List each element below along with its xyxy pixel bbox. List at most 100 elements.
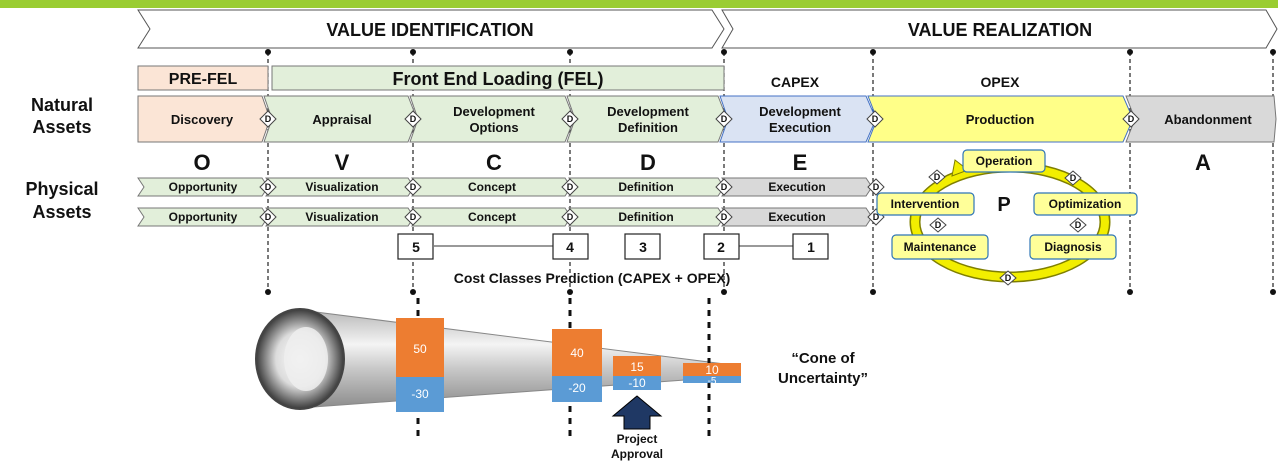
svg-text:D: D xyxy=(872,114,879,124)
devdef-label-2: Definition xyxy=(618,120,678,135)
optimization-label: Optimization xyxy=(1049,197,1122,211)
devexe-label-2: Execution xyxy=(769,120,831,135)
svg-text:D: D xyxy=(1005,273,1012,283)
physical-assets-row-2 xyxy=(137,207,873,227)
svg-text:D: D xyxy=(1128,114,1135,124)
class-2-label: 2 xyxy=(717,239,725,255)
svg-text:D: D xyxy=(410,114,417,124)
visualization-label-1: Visualization xyxy=(305,180,378,194)
bar-2-top xyxy=(683,363,741,376)
svg-text:D: D xyxy=(934,172,941,182)
gate-natural-4: D xyxy=(715,110,733,128)
decision-gates: D D D D D D D D D D D D D D D D xyxy=(259,110,1140,226)
class-2-box xyxy=(703,233,740,260)
svg-text:D: D xyxy=(265,212,272,222)
svg-text:D: D xyxy=(410,182,417,192)
cycle-gate-1: D xyxy=(928,169,946,185)
gate-physical-5a: D xyxy=(867,178,885,196)
bar-3-bottom xyxy=(613,376,661,390)
banner-right-label: VALUE REALIZATION xyxy=(908,20,1092,40)
abandonment-label: Abandonment xyxy=(1164,112,1252,127)
svg-text:D: D xyxy=(1070,173,1077,183)
phase-dots xyxy=(265,49,1276,295)
cycle-gate-5: D xyxy=(999,270,1017,286)
gate-physical-3a: D xyxy=(561,178,579,196)
fel-label: Front End Loading (FEL) xyxy=(393,69,604,89)
svg-text:D: D xyxy=(721,212,728,222)
devopt-label-2: Options xyxy=(469,120,518,135)
optimization-box xyxy=(1033,192,1138,216)
svg-text:D: D xyxy=(265,182,272,192)
diagnosis-label: Diagnosis xyxy=(1044,240,1102,254)
production-cycle: P Operation Intervention Optimization Ma… xyxy=(876,149,1138,286)
bar-3-bottom-label: -10 xyxy=(628,376,646,390)
bar-4-bottom-label: -20 xyxy=(568,381,586,395)
opportunity-label-1: Opportunity xyxy=(169,180,238,194)
operation-label: Operation xyxy=(976,154,1033,168)
opportunity-label-2: Opportunity xyxy=(169,210,238,224)
svg-text:D: D xyxy=(410,212,417,222)
letter-c: C xyxy=(486,150,502,175)
devopt-chevron xyxy=(409,95,575,143)
natural-assets-row xyxy=(137,95,1277,143)
bar-5-top xyxy=(396,318,444,377)
letter-a: A xyxy=(1195,150,1211,175)
gate-physical-2a: D xyxy=(404,178,422,196)
class-1-label: 1 xyxy=(807,239,815,255)
intervention-label: Intervention xyxy=(891,197,960,211)
bar-2-top-label: 10 xyxy=(705,363,719,377)
svg-text:D: D xyxy=(567,182,574,192)
cycle-gate-4: D xyxy=(929,217,947,233)
banner-value-identification: VALUE IDENTIFICATION xyxy=(137,9,725,49)
letter-o: O xyxy=(193,150,210,175)
appraisal-label: Appraisal xyxy=(312,112,371,127)
concept-label-2: Concept xyxy=(468,210,516,224)
svg-text:D: D xyxy=(873,182,880,192)
diagnosis-box xyxy=(1029,234,1117,260)
fel-box xyxy=(271,65,725,91)
class-3-box xyxy=(624,233,661,260)
operation-box xyxy=(962,149,1046,173)
bar-4-top-label: 40 xyxy=(570,346,584,360)
cone-label-2: Uncertainty” xyxy=(778,370,868,387)
gate-physical-4b: D xyxy=(715,208,733,226)
bar-4-bottom xyxy=(552,376,602,402)
bar-5-top-label: 50 xyxy=(413,342,427,356)
bar-5-bottom-label: -30 xyxy=(411,387,429,401)
production-label: Production xyxy=(966,112,1035,127)
gate-physical-1a: D xyxy=(259,178,277,196)
cost-classes-caption: Cost Classes Prediction (CAPEX + OPEX) xyxy=(454,270,731,286)
class-4-box xyxy=(552,233,589,260)
class-5-box xyxy=(397,233,434,260)
svg-text:D: D xyxy=(567,114,574,124)
opex-label: OPEX xyxy=(981,74,1021,90)
maintenance-label: Maintenance xyxy=(904,240,977,254)
class-3-label: 3 xyxy=(639,239,647,255)
bar-4-top xyxy=(552,329,602,376)
physical-assets-row-1 xyxy=(137,177,873,197)
capex-label: CAPEX xyxy=(771,74,820,90)
cycle-arrowhead xyxy=(951,159,970,177)
definition-label-1: Definition xyxy=(618,180,673,194)
maintenance-box xyxy=(891,234,989,260)
svg-text:D: D xyxy=(265,114,272,124)
devdef-chevron xyxy=(566,95,728,143)
definition-label-2: Definition xyxy=(618,210,673,224)
bar-2-bottom xyxy=(683,376,741,383)
discovery-label: Discovery xyxy=(171,112,234,127)
top-green-bar xyxy=(0,0,1278,8)
gate-natural-5: D xyxy=(866,110,884,128)
intervention-box xyxy=(876,192,975,216)
svg-text:D: D xyxy=(567,212,574,222)
cone-body xyxy=(299,309,741,409)
discovery-chevron xyxy=(137,95,271,143)
cone-label-1: “Cone of xyxy=(791,350,855,367)
cycle-gate-2: D xyxy=(1064,170,1082,186)
devexe-label-1: Development xyxy=(759,104,841,119)
project-approval-label-1: Project xyxy=(617,432,658,446)
bar-3-top-label: 15 xyxy=(630,360,644,374)
class-5-label: 5 xyxy=(412,239,420,255)
banner-left-label: VALUE IDENTIFICATION xyxy=(326,20,533,40)
physical-assets-label-2: Assets xyxy=(32,202,91,222)
svg-text:D: D xyxy=(873,212,880,222)
